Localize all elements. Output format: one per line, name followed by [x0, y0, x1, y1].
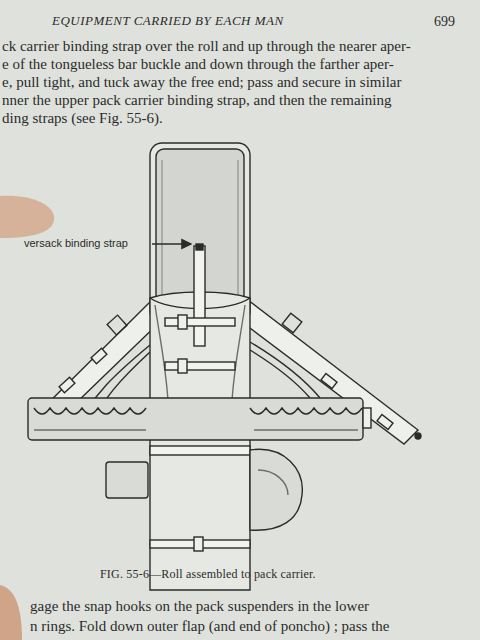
illustration-part: [250, 350, 310, 398]
illustration-part: [34, 429, 358, 430]
body-line: ding straps (see Fig. 55-6).: [2, 110, 163, 127]
body-line: n rings. Fold down outer flap (and end o…: [30, 618, 390, 635]
illustration-part: [150, 446, 250, 455]
illustration-part: [91, 348, 107, 363]
part-label: versack binding strap: [24, 237, 128, 250]
illustration-part: [165, 362, 235, 370]
illustration-part: [321, 374, 337, 389]
illustration-part: [28, 398, 363, 440]
illustration-part: [0, 585, 22, 640]
illustration-part: [152, 243, 191, 244]
illustration-part: [28, 143, 421, 590]
illustration-part: [107, 315, 127, 335]
illustration-part: [258, 470, 288, 495]
figure-caption: FIG. 55-6—Roll assembled to pack carrier…: [100, 568, 316, 582]
running-header: EQUIPMENT CARRIED BY EACH MAN: [52, 14, 284, 29]
illustration-part: [106, 462, 148, 498]
illustration-part: [363, 408, 371, 428]
illustration-part: [0, 196, 54, 238]
illustration-part: [178, 315, 187, 329]
illustration-part: [194, 537, 203, 551]
illustration-part: [282, 313, 302, 333]
illustration-part: [178, 359, 187, 373]
body-line: nner the upper pack carrier binding stra…: [2, 92, 391, 109]
body-line: e, pull tight, and tuck away the free en…: [2, 74, 401, 91]
illustration-part: [415, 433, 421, 439]
page-number: 699: [434, 14, 455, 30]
illustration-part: [196, 244, 203, 250]
illustration-part: [165, 318, 235, 326]
body-line: gage the snap hooks on the pack suspende…: [30, 598, 369, 615]
illustration-part: [377, 415, 393, 430]
illustration-part: [34, 408, 146, 414]
illustration-part: [155, 305, 245, 400]
illustration-part: [250, 342, 320, 398]
illustration-part: [194, 246, 205, 346]
body-line: e of the tongueless bar buckle and down …: [2, 56, 394, 73]
illustration-part: [250, 449, 302, 530]
illustration-part: [250, 408, 362, 414]
body-line: ck carrier binding strap over the roll a…: [2, 38, 411, 55]
illustration-part: [59, 377, 75, 392]
